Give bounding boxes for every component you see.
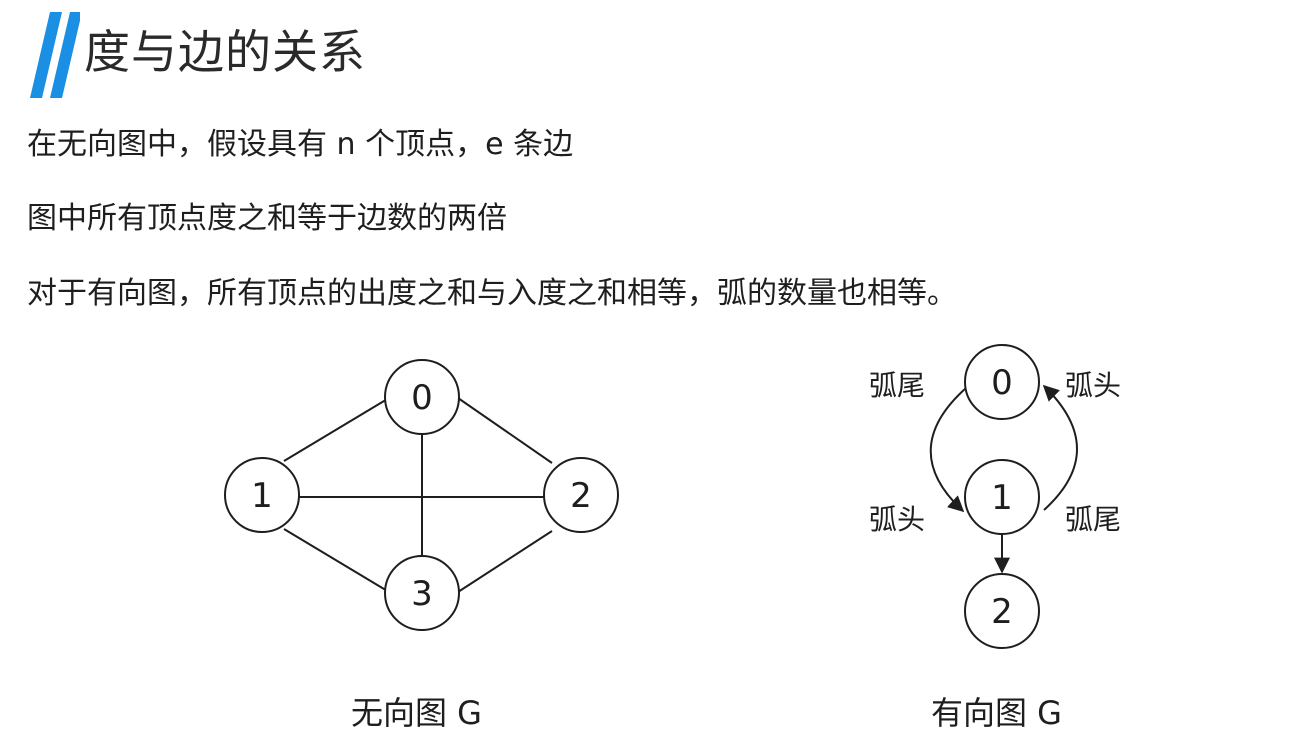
undirected-node-3-label: 3 — [411, 574, 433, 614]
undirected-node-3 — [384, 555, 460, 631]
directed-node-0 — [964, 344, 1040, 420]
directed-node-1 — [964, 459, 1040, 535]
undirected-edge-1-3 — [283, 528, 390, 593]
undirected-node-2-label: 2 — [570, 476, 592, 516]
undirected-edge-0-2 — [457, 397, 553, 464]
title-accent-icon — [30, 12, 80, 98]
arc-head-label-top-right: 弧头 — [1065, 369, 1122, 402]
undirected-node-2 — [543, 457, 619, 533]
directed-node-0-label: 0 — [991, 363, 1013, 403]
undirected-node-0 — [384, 359, 460, 435]
arc-tail-label-bottom-right: 弧尾 — [1065, 503, 1122, 536]
text-line-degree-sum: 图中所有顶点度之和等于边数的两倍 — [27, 201, 507, 236]
undirected-edge-0-1 — [283, 397, 390, 462]
directed-graph — [929, 344, 1078, 649]
undirected-graph — [224, 359, 619, 631]
directed-arc-0-to-1 — [929, 387, 967, 513]
arc-head-label-bottom-left: 弧头 — [869, 503, 926, 536]
undirected-node-1 — [224, 457, 300, 533]
directed-arc-1-to-0 — [1042, 384, 1078, 511]
arc-tail-label-top-left: 弧尾 — [869, 369, 926, 402]
undirected-edge-2-3 — [457, 530, 553, 593]
undirected-node-0-label: 0 — [411, 378, 433, 418]
undirected-node-1-label: 1 — [251, 476, 273, 516]
text-line-undirected-setup: 在无向图中，假设具有 n 个顶点，e 条边 — [27, 127, 574, 162]
directed-node-2-label: 2 — [991, 592, 1013, 632]
directed-node-1-label: 1 — [991, 478, 1013, 518]
undirected-graph-caption: 无向图 G — [351, 694, 482, 732]
directed-node-2 — [964, 573, 1040, 649]
page-title: 度与边的关系 — [84, 25, 366, 79]
directed-graph-caption: 有向图 G — [931, 694, 1062, 732]
text-line-directed-degree: 对于有向图，所有顶点的出度之和与入度之和相等，弧的数量也相等。 — [27, 276, 957, 311]
